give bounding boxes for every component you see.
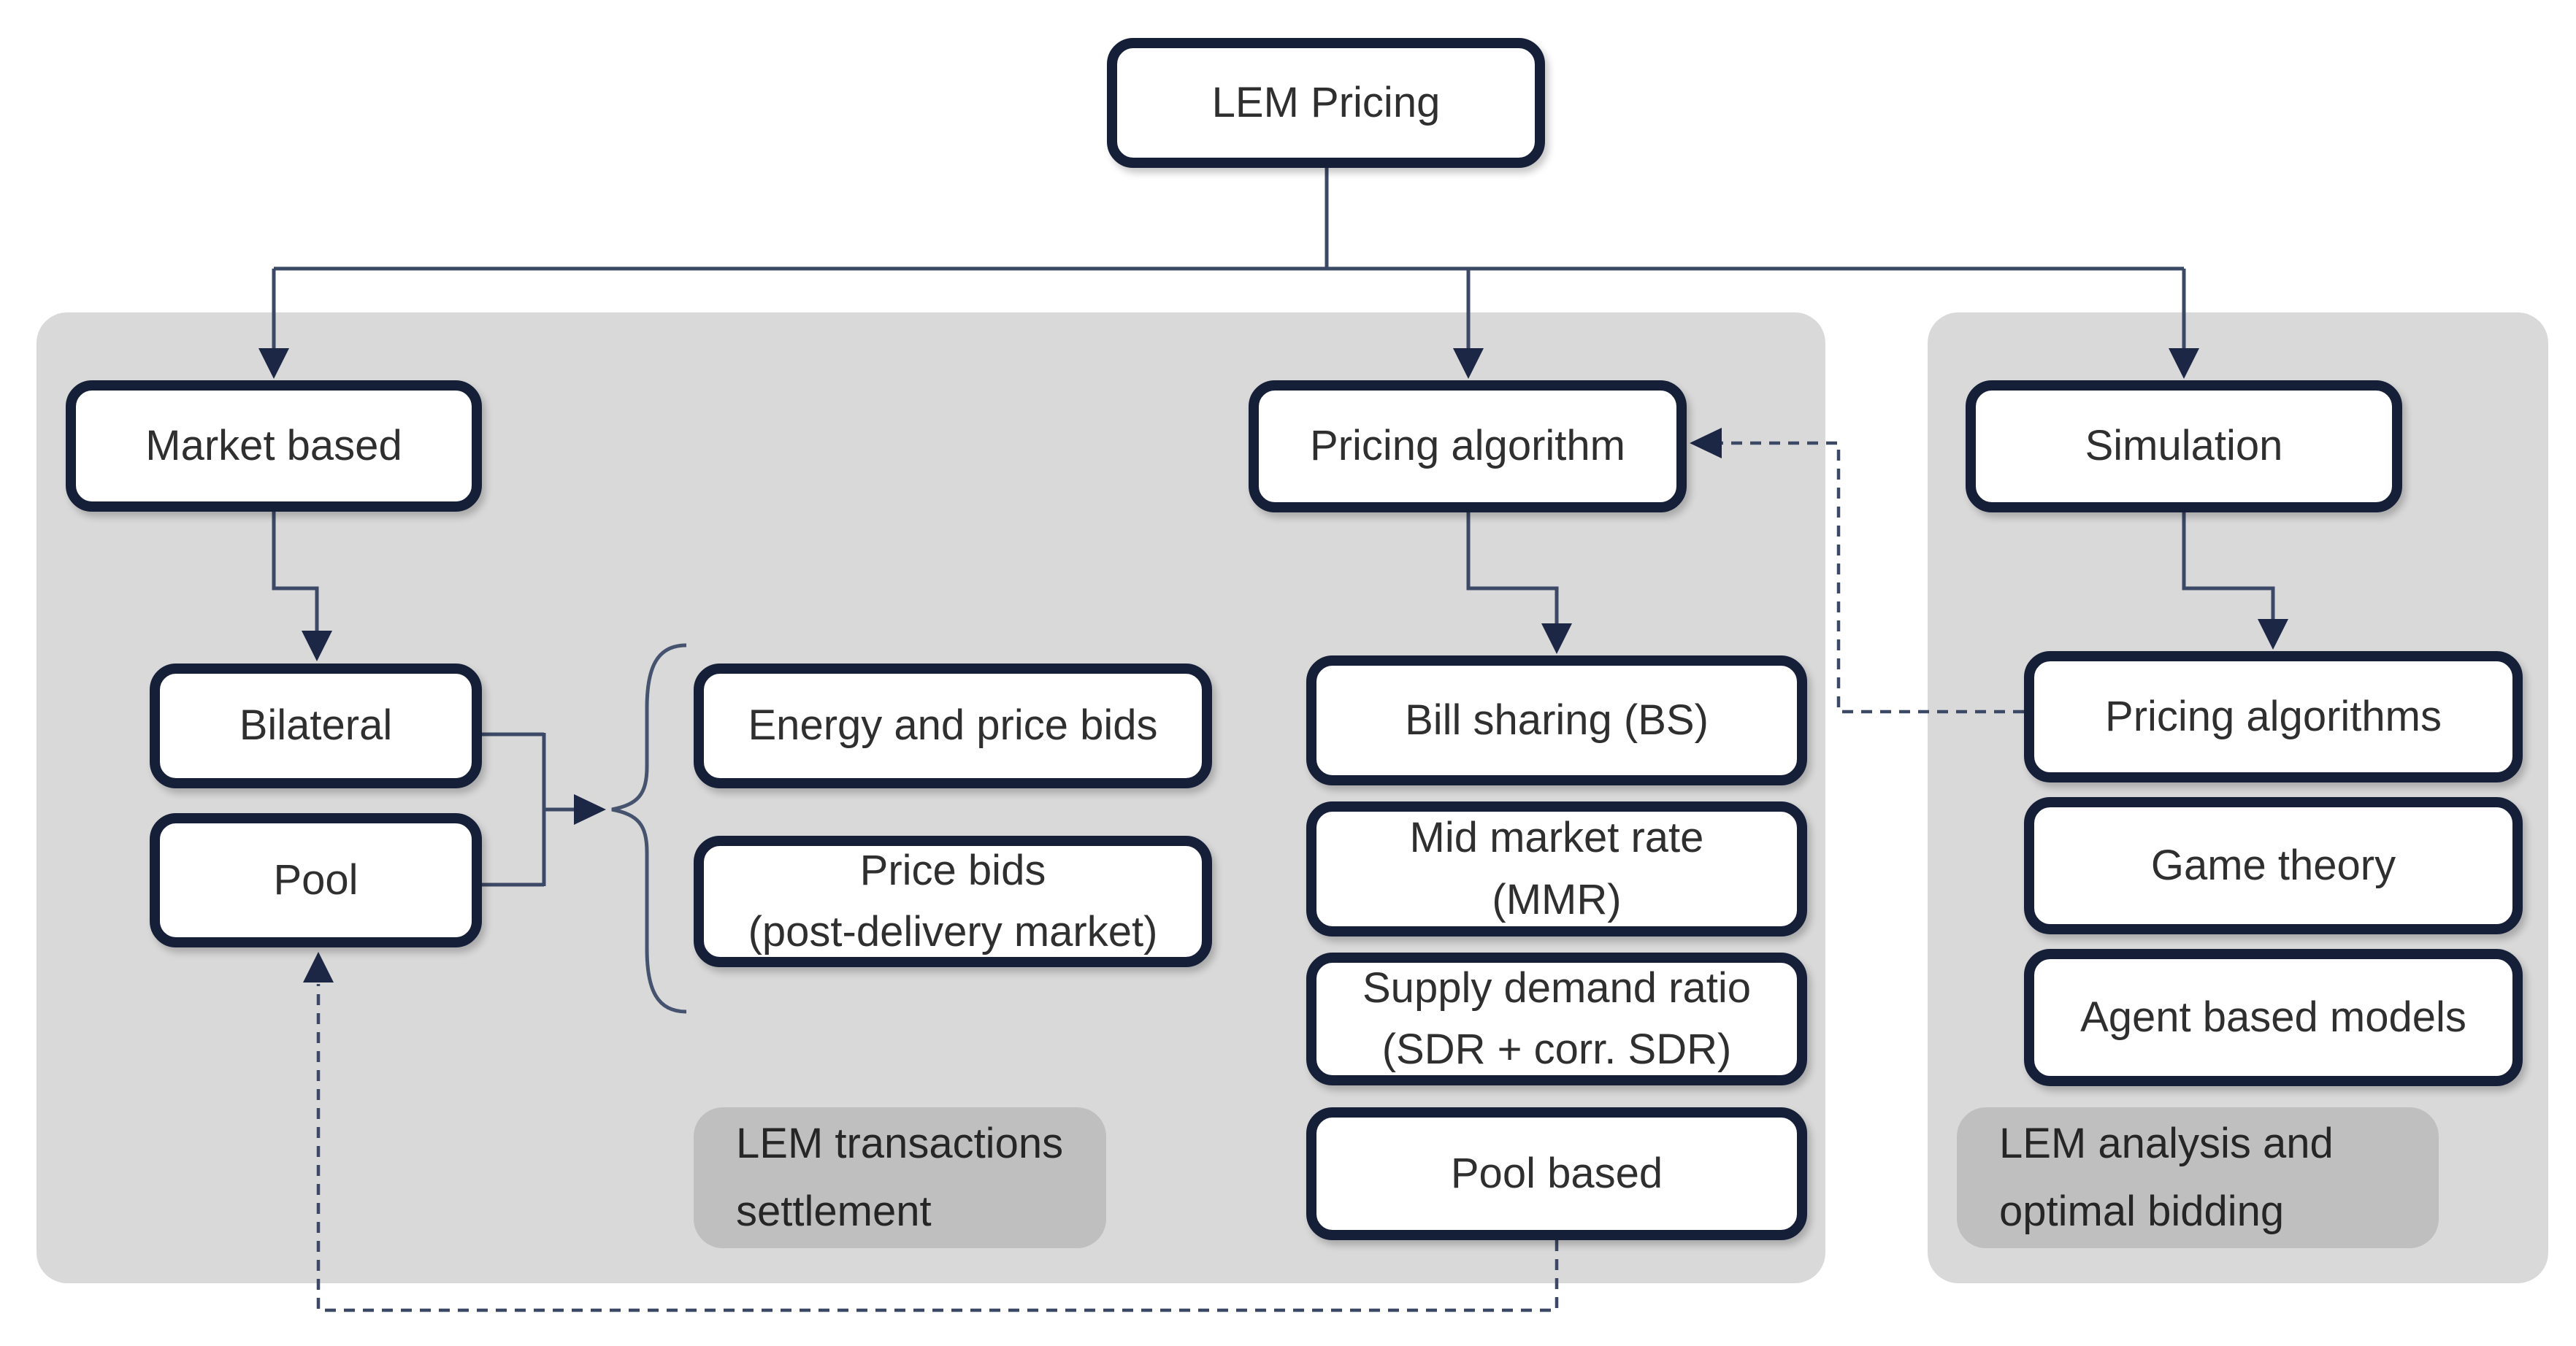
- label-lem-analysis-optimal-bidding: LEM analysis and optimal bidding: [1957, 1107, 2439, 1248]
- curly-brace: [611, 643, 687, 1014]
- label-lem-transactions-settlement: LEM transactions settlement: [694, 1107, 1106, 1248]
- arrowhead-dashed-pool: [303, 952, 334, 982]
- node-supply-demand-ratio: Supply demand ratio (SDR + corr. SDR): [1306, 953, 1807, 1085]
- node-pool: Pool: [150, 813, 482, 947]
- node-price-bids-post-delivery: Price bids (post-delivery market): [694, 836, 1212, 967]
- dashed-pricing-algorithms-to-pricing-algorithm: [1720, 441, 2024, 714]
- connector-market-to-bilateral: [272, 512, 319, 631]
- arrowhead-bill-sharing: [1541, 623, 1572, 654]
- arrowhead-brace: [574, 794, 606, 825]
- node-agent-based-models: Agent based models: [2024, 949, 2523, 1086]
- arrowhead-bilateral: [302, 631, 332, 661]
- dashed-pool-based-to-pool: [316, 984, 1559, 1312]
- node-bilateral: Bilateral: [150, 664, 482, 788]
- node-simulation: Simulation: [1966, 380, 2402, 512]
- connector-simulation-to-pricing-algorithms: [2182, 512, 2275, 619]
- arrowhead-dashed-pricing-algorithm: [1690, 428, 1722, 458]
- arrowhead-pricing-algorithm: [1453, 348, 1484, 379]
- node-mid-market-rate: Mid market rate (MMR): [1306, 801, 1807, 937]
- arrowhead-pricing-algorithms: [2258, 619, 2288, 650]
- node-game-theory: Game theory: [2024, 797, 2523, 934]
- node-energy-and-price-bids: Energy and price bids: [694, 664, 1212, 788]
- node-market-based: Market based: [66, 380, 482, 512]
- node-pricing-algorithm: Pricing algorithm: [1249, 380, 1687, 512]
- arrowhead-simulation: [2169, 348, 2199, 379]
- node-pricing-algorithms: Pricing algorithms: [2024, 651, 2523, 782]
- node-bill-sharing: Bill sharing (BS): [1306, 655, 1807, 785]
- node-pool-based: Pool based: [1306, 1107, 1807, 1240]
- node-lem-pricing: LEM Pricing: [1107, 38, 1545, 168]
- connector-pricing-to-bill-sharing: [1466, 512, 1559, 623]
- arrowhead-market-based: [258, 348, 289, 379]
